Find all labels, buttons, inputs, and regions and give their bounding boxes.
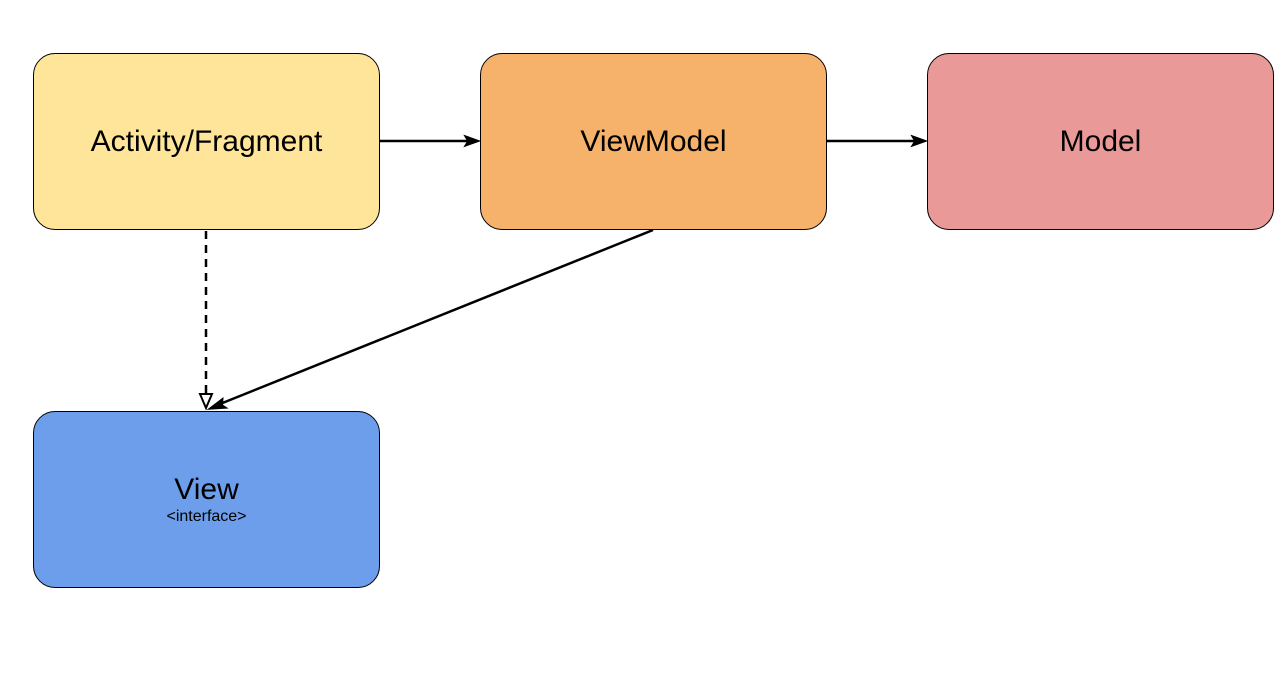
viewmodel-label: ViewModel bbox=[580, 124, 727, 158]
edge-viewmodel-to-view bbox=[206, 228, 654, 410]
edge-activity-to-view-dashed bbox=[198, 231, 214, 411]
edge-activity-to-viewmodel bbox=[380, 134, 482, 148]
activity-fragment-node[interactable]: Activity/Fragment bbox=[33, 53, 380, 230]
edge-viewmodel-to-model bbox=[827, 134, 929, 148]
model-node[interactable]: Model bbox=[927, 53, 1274, 230]
model-label: Model bbox=[1059, 124, 1142, 158]
view-node[interactable]: View <interface> bbox=[33, 411, 380, 588]
view-stereotype-label: <interface> bbox=[166, 507, 247, 525]
viewmodel-node[interactable]: ViewModel bbox=[480, 53, 827, 230]
activity-fragment-label: Activity/Fragment bbox=[90, 124, 323, 158]
view-label: View bbox=[174, 472, 239, 506]
